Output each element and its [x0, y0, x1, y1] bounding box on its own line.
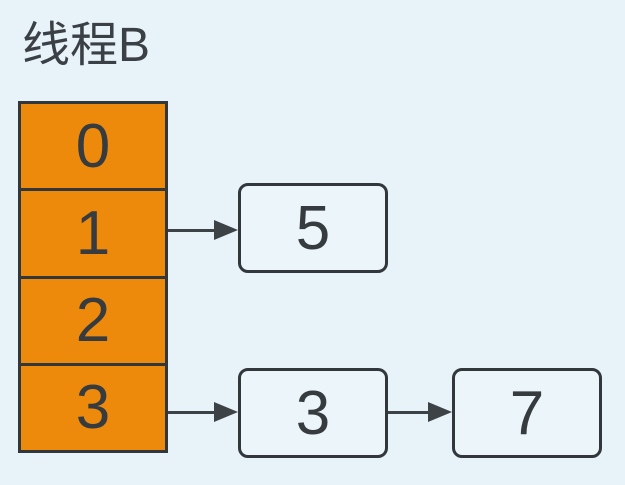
node-value: 7 — [509, 378, 545, 448]
arrowhead-icon — [428, 402, 452, 422]
node-value: 5 — [295, 193, 331, 263]
bucket-array: 0 1 2 3 — [18, 101, 168, 453]
bucket-cell-3: 3 — [21, 366, 165, 450]
node-value: 3 — [295, 378, 331, 448]
arrow-shaft — [168, 410, 214, 414]
bucket-cell-label: 2 — [75, 286, 111, 356]
arrow-cell1-to-node5-icon — [168, 220, 238, 240]
arrow-shaft — [168, 228, 214, 232]
list-node-5: 5 — [238, 183, 388, 273]
bucket-cell-label: 0 — [75, 111, 111, 181]
bucket-cell-1: 1 — [21, 191, 165, 279]
arrow-cell3-to-node3-icon — [168, 402, 238, 422]
arrow-node3-to-node7-icon — [388, 402, 452, 422]
list-node-3: 3 — [238, 368, 388, 458]
arrow-shaft — [388, 410, 428, 414]
arrowhead-icon — [214, 220, 238, 240]
bucket-cell-2: 2 — [21, 279, 165, 366]
bucket-cell-label: 1 — [75, 198, 111, 268]
bucket-cell-0: 0 — [21, 104, 165, 192]
bucket-cell-label: 3 — [75, 373, 111, 443]
arrowhead-icon — [214, 402, 238, 422]
diagram-title: 线程B — [22, 19, 151, 72]
list-node-7: 7 — [452, 368, 602, 458]
